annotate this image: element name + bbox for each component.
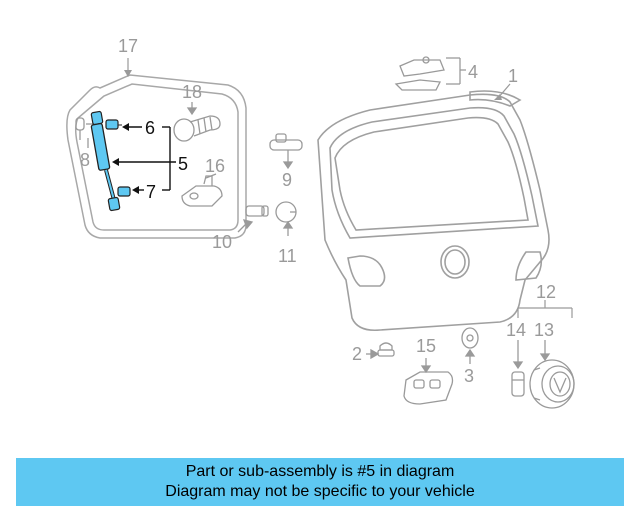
latch-part-18 [173, 102, 221, 142]
callout-4: 4 [468, 62, 478, 82]
clip-part-7 [117, 186, 131, 197]
lift-support-part-5 [90, 110, 121, 212]
callout-9: 9 [282, 170, 292, 190]
leader-12 [517, 300, 573, 318]
callout-13: 13 [534, 320, 554, 340]
part-15 [403, 358, 454, 405]
callout-2: 2 [352, 344, 362, 364]
arrow-1 [494, 94, 502, 100]
callout-11: 11 [278, 246, 297, 266]
part-14 [511, 340, 525, 397]
callout-10: 10 [212, 232, 232, 252]
clip-part-6 [105, 119, 122, 130]
part-2 [366, 342, 395, 360]
part-9 [269, 133, 303, 170]
callout-6: 6 [145, 118, 155, 138]
ballstud-part-8 [75, 117, 94, 148]
leaders-active [112, 123, 176, 194]
part-11 [275, 201, 297, 236]
callout-16: 16 [205, 156, 225, 176]
caption-line-2: Diagram may not be specific to your vehi… [165, 483, 475, 500]
diagram-caption-banner: Part or sub-assembly is #5 in diagram Di… [16, 458, 624, 506]
emblem-part-13 [529, 340, 575, 409]
callout-14: 14 [506, 320, 526, 340]
callout-18: 18 [182, 82, 202, 102]
caption-line-1: Part or sub-assembly is #5 in diagram [185, 463, 455, 480]
callout-17: 17 [118, 36, 138, 56]
striker-part-16 [181, 173, 223, 207]
callout-3: 3 [464, 366, 474, 386]
callout-8: 8 [80, 150, 90, 170]
hinge-part-4 [394, 56, 466, 91]
callout-1: 1 [508, 66, 518, 86]
inset-panel [66, 74, 247, 239]
part-10 [237, 205, 269, 233]
callout-7: 7 [146, 182, 156, 202]
callout-5: 5 [178, 154, 188, 174]
arrow-17 [124, 70, 132, 77]
callout-15: 15 [416, 336, 436, 356]
tailgate-part-1 [317, 90, 550, 332]
parts-diagram: 17 18 6 5 7 8 16 9 10 11 4 1 2 15 3 12 1… [66, 36, 575, 409]
part-3 [461, 327, 479, 364]
callout-12: 12 [536, 282, 556, 302]
